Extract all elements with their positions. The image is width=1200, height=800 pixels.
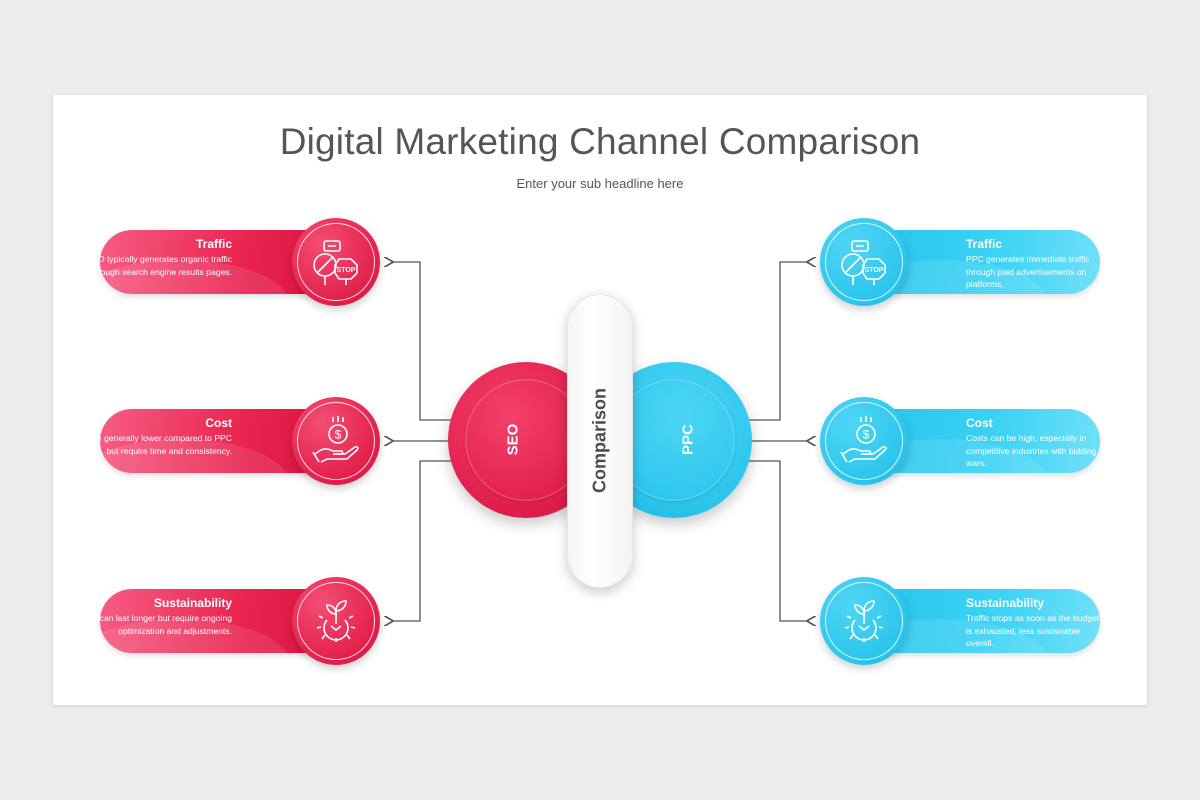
comparison-label: Comparison [589, 388, 610, 494]
seo-traffic-icon-badge: STOP [292, 218, 380, 306]
svg-text:STOP: STOP [337, 267, 356, 274]
comparison-bar [567, 294, 633, 588]
card-title: Sustainability [153, 596, 232, 610]
svg-text:$: $ [863, 428, 870, 442]
connector-seo-traffic [392, 262, 452, 421]
connector-ppc-traffic [748, 262, 808, 421]
stop-sign-icon: STOP [313, 240, 358, 285]
card-title: Traffic [966, 237, 1003, 251]
card-text: Results can last longer but require ongo… [100, 613, 232, 636]
svg-text:STOP: STOP [865, 267, 884, 274]
connector-seo-sustainability [392, 460, 452, 621]
stop-sign-icon: STOP [841, 240, 886, 285]
slide-subtitle: Enter your sub headline here [516, 176, 684, 191]
plant-gear-icon [316, 600, 356, 642]
card-text: SEO typically generates organic traffic … [100, 254, 232, 277]
card-text: Costs are generally lower compared to PP… [100, 433, 232, 456]
seo-hub-label: SEO [504, 423, 522, 456]
seo-cost-icon-badge: $ [292, 397, 380, 485]
dollar-hand-icon: $ [312, 416, 359, 463]
ppc-cost-icon-badge: $ [820, 397, 908, 485]
card-title: Sustainability [966, 596, 1045, 610]
slide-title: Digital Marketing Channel Comparison [279, 121, 921, 162]
card-title: Cost [205, 416, 232, 430]
card-text: Costs can be high, especially in competi… [966, 433, 1097, 468]
card-title: Traffic [195, 237, 232, 251]
svg-text:$: $ [335, 428, 342, 442]
connector-ppc-sustainability [748, 460, 808, 621]
card-text: Traffic stops as soon as the budget is e… [966, 613, 1100, 648]
seo-sustainability-icon-badge [292, 577, 380, 665]
plant-gear-icon [844, 600, 884, 642]
card-title: Cost [966, 416, 993, 430]
ppc-hub-label: PPC [679, 424, 697, 455]
card-text: PPC generates immediate traffic through … [966, 254, 1090, 289]
ppc-traffic-icon-badge: STOP [820, 218, 908, 306]
dollar-hand-icon: $ [840, 416, 887, 463]
ppc-sustainability-icon-badge [820, 577, 908, 665]
